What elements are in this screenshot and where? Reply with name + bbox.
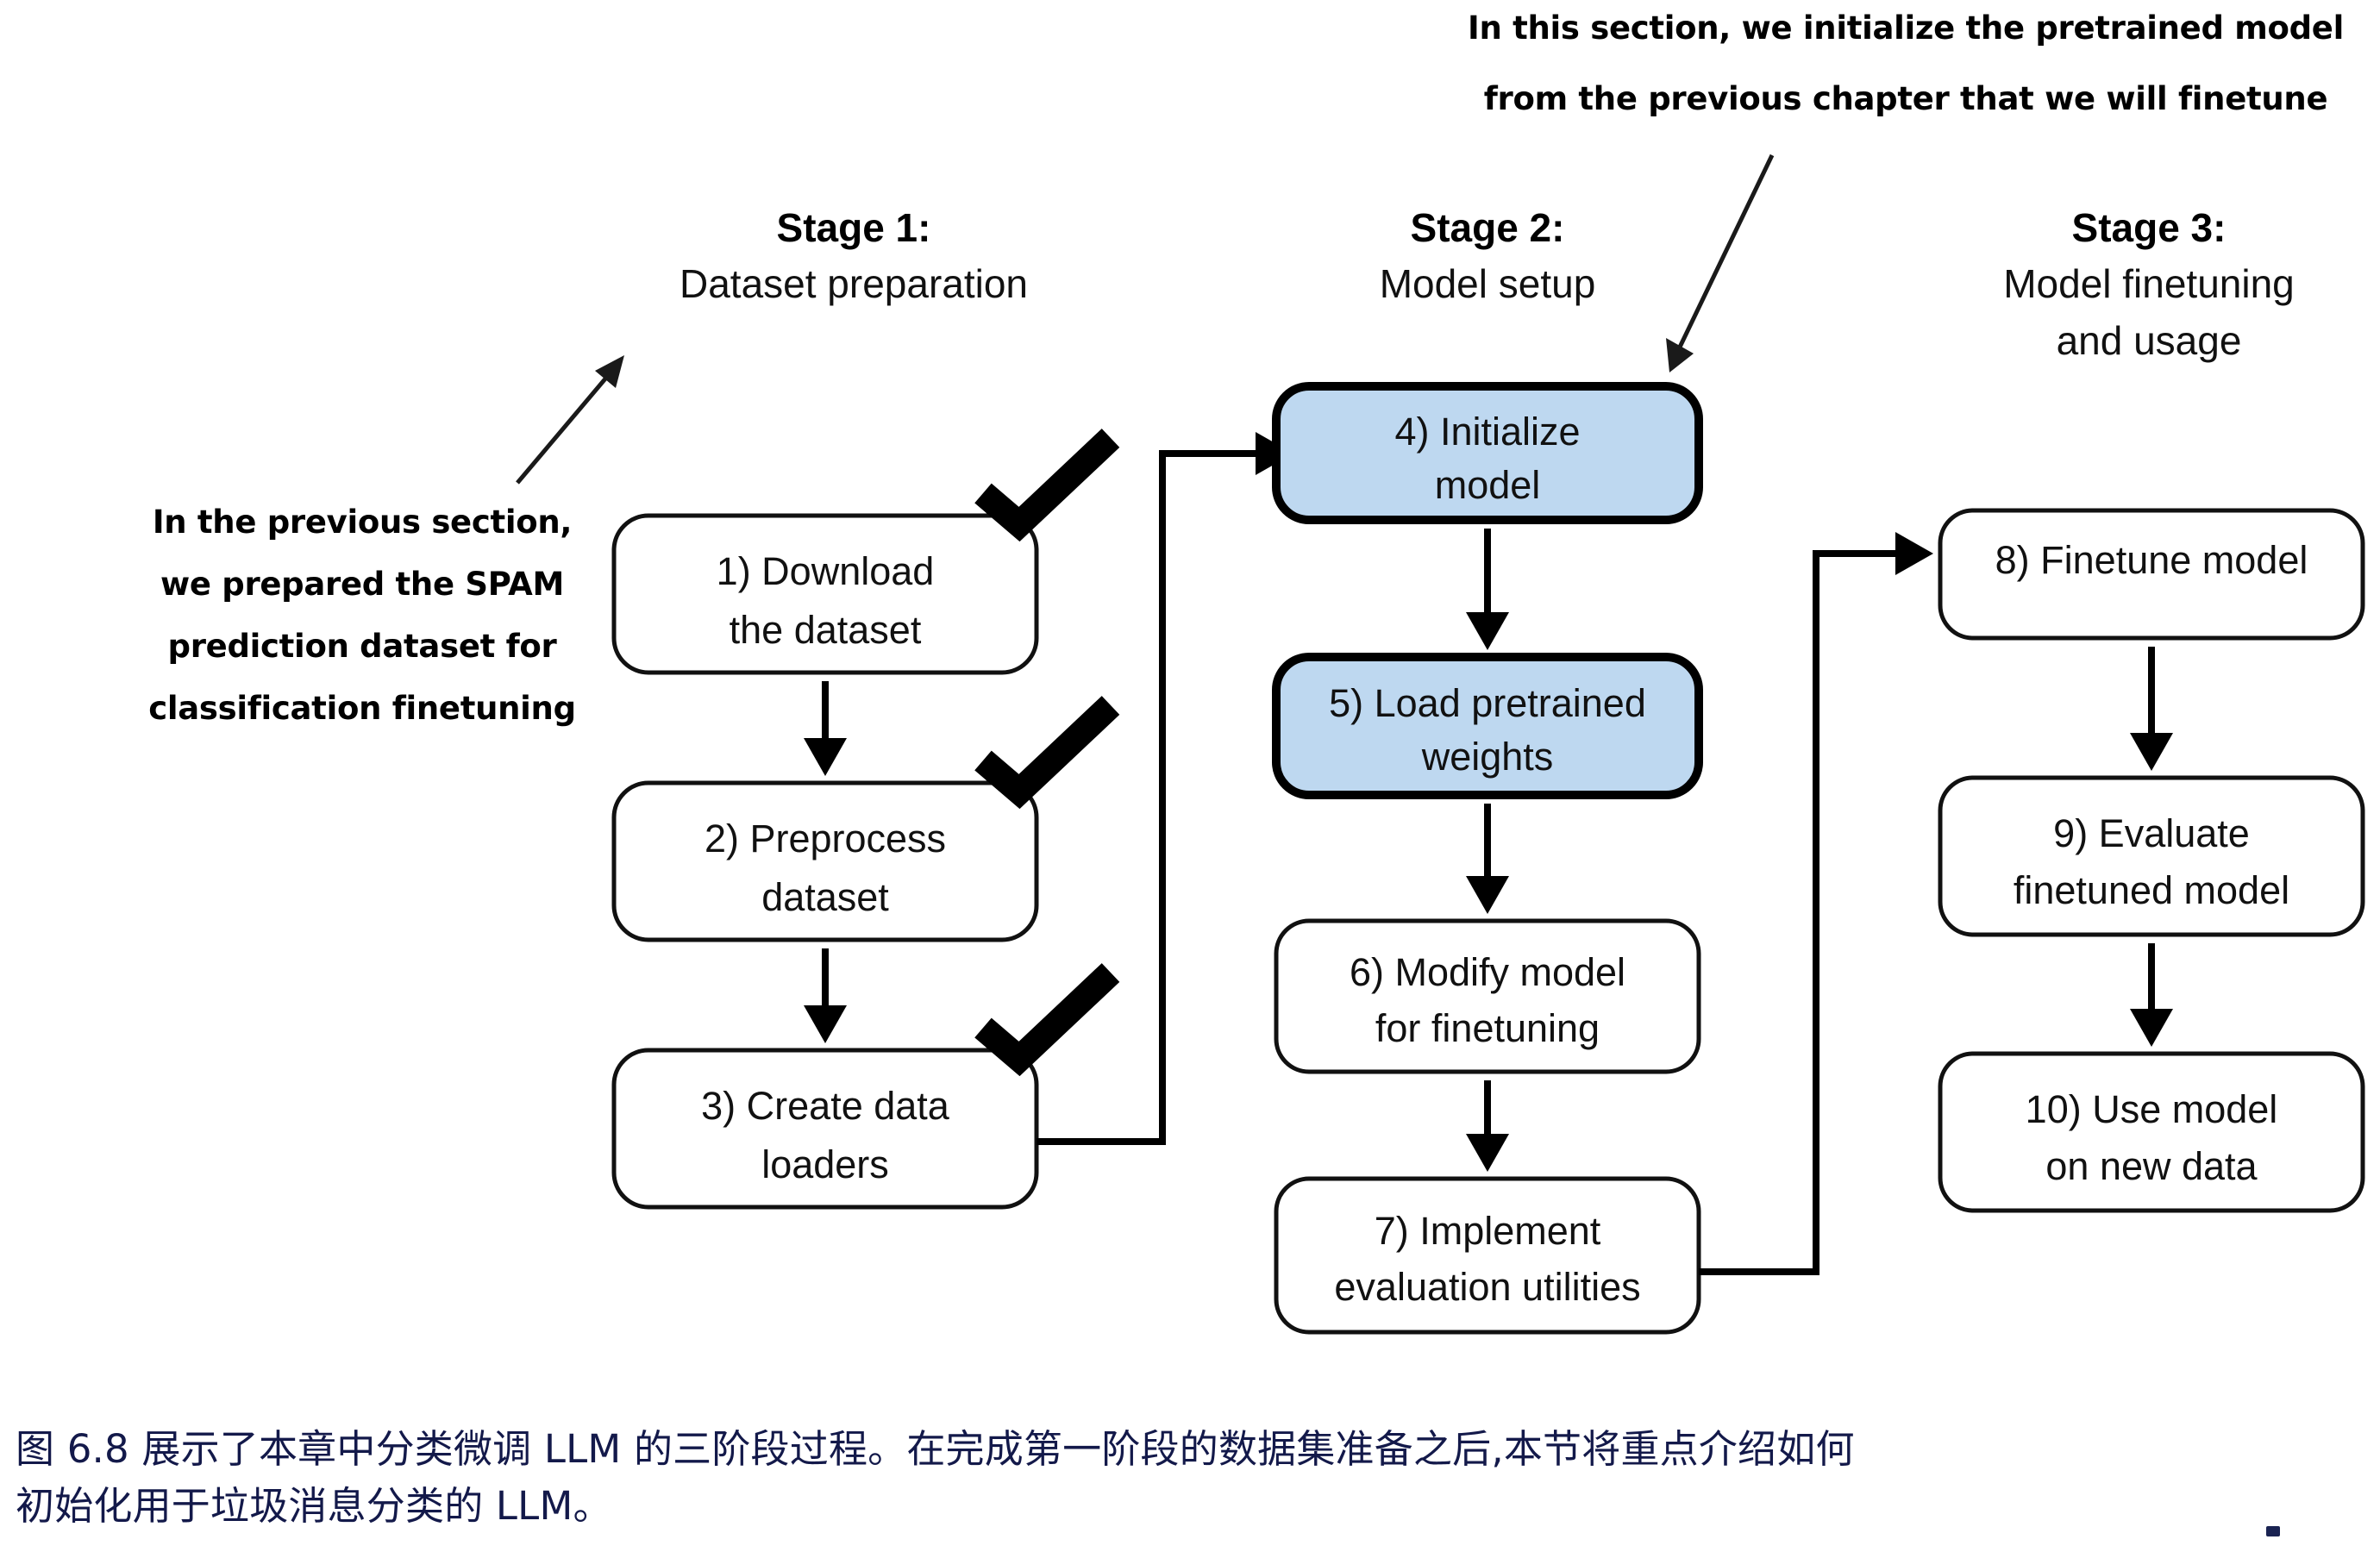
arrow-node4-to-node5 — [1466, 529, 1509, 650]
node-1-check-icon — [974, 429, 1120, 542]
node-4-box[interactable] — [1272, 382, 1703, 524]
node-5-label-line-2: weights — [1421, 735, 1554, 779]
annotation-left: In the previous section, we prepared the… — [148, 355, 624, 727]
node-3-label-line-1: 3) Create data — [701, 1084, 950, 1128]
node-3-check-icon — [974, 963, 1120, 1077]
stage-2-heading: Stage 2: Model setup — [1380, 205, 1596, 306]
annotation-top-line-2: from the previous chapter that we will f… — [1484, 80, 2328, 117]
annotation-left-line-1: In the previous section, — [153, 504, 572, 541]
arrow-node6-to-node7 — [1466, 1080, 1509, 1172]
caption-line-1: 图 6.8 展示了本章中分类微调 LLM 的三阶段过程。在完成第一阶段的数据集准… — [16, 1426, 1855, 1472]
node-9-box[interactable] — [1938, 775, 2365, 937]
node-3-label-line-2: loaders — [761, 1142, 889, 1186]
node-8-label-line-1: 8) Finetune model — [1995, 538, 2308, 582]
node-7-label-line-2: evaluation utilities — [1334, 1265, 1640, 1309]
node-6-label-line-2: for finetuning — [1375, 1006, 1600, 1050]
node-6-box[interactable] — [1274, 918, 1701, 1074]
annotation-left-line-2: we prepared the SPAM — [160, 566, 564, 603]
connector-stage2-to-stage3 — [1699, 532, 1933, 1275]
node-2-box[interactable] — [611, 780, 1039, 942]
node-2-label-line-2: dataset — [761, 875, 889, 919]
arrow-node5-to-node6 — [1466, 804, 1509, 914]
node-6-label-line-1: 6) Modify model — [1350, 950, 1625, 994]
node-4-label-line-1: 4) Initialize — [1394, 410, 1580, 454]
annotation-left-line-3: prediction dataset for — [168, 628, 558, 665]
connector-stage1-to-stage2 — [1037, 432, 1293, 1145]
stage-1-heading: Stage 1: Dataset preparation — [680, 205, 1028, 306]
annotation-left-arrow-icon — [516, 355, 624, 485]
node-4-label-line-2: model — [1435, 463, 1541, 507]
annotation-left-line-4: classification finetuning — [148, 690, 576, 727]
stage-3-subtitle-line-1: Model finetuning — [2003, 261, 2295, 306]
stage-2-subtitle: Model setup — [1380, 261, 1596, 306]
node-9-label-line-2: finetuned model — [2014, 868, 2289, 912]
stage-3-subtitle-line-2: and usage — [2057, 318, 2242, 363]
node-8-box[interactable] — [1938, 508, 2365, 641]
annotation-top-line-1: In this section, we initialize the pretr… — [1468, 9, 2344, 47]
node-10-box[interactable] — [1938, 1051, 2365, 1213]
annotation-top-arrow-icon — [1666, 153, 1775, 372]
node-7-box[interactable] — [1274, 1176, 1701, 1335]
node-3-box[interactable] — [611, 1048, 1039, 1210]
node-1-label-line-1: 1) Download — [717, 549, 935, 593]
stage-1-title: Stage 1: — [777, 205, 931, 250]
text-cursor-marker — [2266, 1526, 2280, 1536]
node-7-label-line-1: 7) Implement — [1375, 1209, 1601, 1253]
node-1-box[interactable] — [611, 513, 1039, 675]
arrow-node9-to-node10 — [2130, 943, 2173, 1047]
node-9-label-line-1: 9) Evaluate — [2053, 811, 2250, 855]
stage-1-subtitle: Dataset preparation — [680, 261, 1028, 306]
node-5-box[interactable] — [1272, 653, 1703, 799]
node-2-check-icon — [974, 696, 1120, 810]
figure-caption: 图 6.8 展示了本章中分类微调 LLM 的三阶段过程。在完成第一阶段的数据集准… — [16, 1421, 2344, 1535]
stage-2-title: Stage 2: — [1411, 205, 1565, 250]
node-1-label-line-2: the dataset — [730, 608, 922, 652]
stage-3-heading: Stage 3: Model finetuning and usage — [2003, 205, 2295, 363]
arrow-node1-to-node2 — [804, 681, 847, 776]
annotation-top: In this section, we initialize the pretr… — [1468, 9, 2344, 372]
arrow-node8-to-node9 — [2130, 647, 2173, 771]
stage-3-title: Stage 3: — [2072, 205, 2227, 250]
caption-line-2: 初始化用于垃圾消息分类的 LLM。 — [16, 1483, 612, 1529]
arrow-node2-to-node3 — [804, 948, 847, 1043]
node-2-label-line-1: 2) Preprocess — [705, 817, 946, 860]
node-10-label-line-2: on new data — [2045, 1144, 2258, 1188]
node-5-label-line-1: 5) Load pretrained — [1329, 681, 1646, 725]
node-10-label-line-1: 10) Use model — [2026, 1087, 2278, 1131]
